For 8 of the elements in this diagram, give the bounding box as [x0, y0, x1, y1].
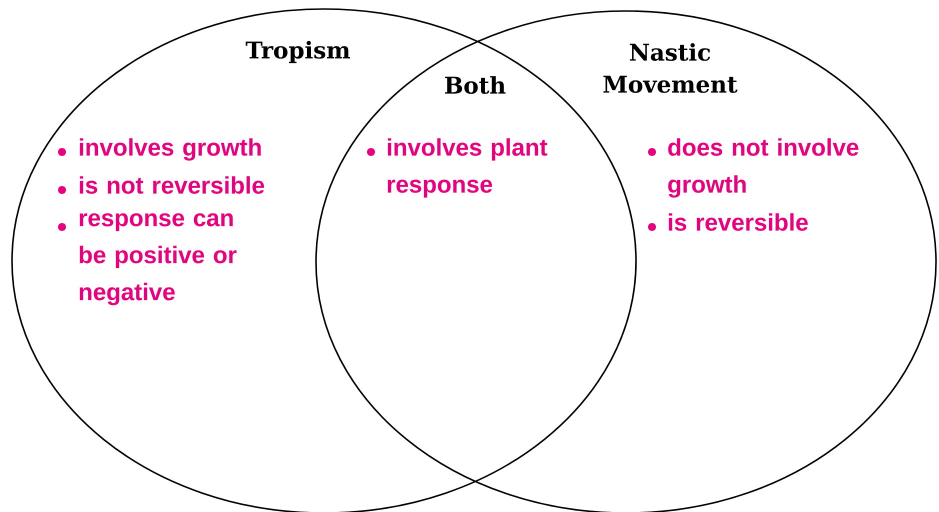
circle-heading: Tropism	[246, 40, 350, 64]
overlap-heading: Both	[445, 76, 506, 94]
bullet-text: involves plant response	[388, 138, 548, 198]
bullet-text: is not reversible	[80, 176, 264, 194]
bullet-text: involves growth	[80, 138, 261, 161]
circle-heading: Nastic Movement	[603, 43, 738, 93]
bullet-text: is reversible	[668, 213, 808, 231]
bullet-text: response can be positive or negative	[80, 213, 237, 306]
